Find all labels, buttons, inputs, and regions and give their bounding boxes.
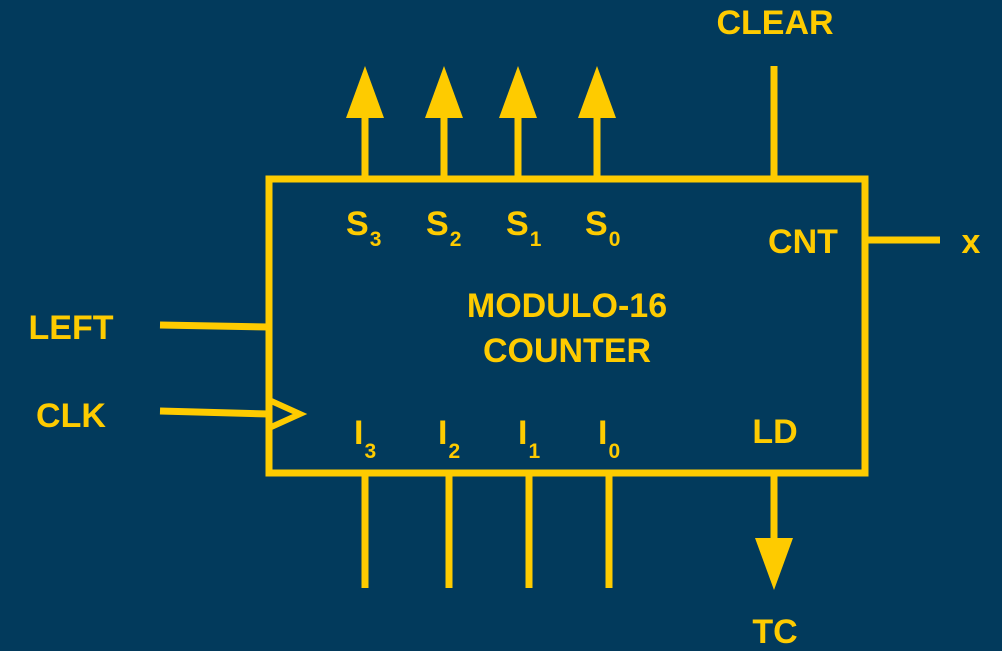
input-label-i3: I3 <box>354 414 376 463</box>
signal-label-clk: CLK <box>36 397 106 435</box>
input-label-i2: I2 <box>438 414 460 463</box>
output-label-s2: S2 <box>426 205 461 251</box>
block-title-line1: MODULO-16 <box>467 287 667 325</box>
clock-triangle <box>267 397 308 431</box>
output-label-s0: S0 <box>585 205 620 251</box>
block-title-line2: COUNTER <box>483 332 651 370</box>
pin-label-ld: LD <box>752 413 797 451</box>
clk-line <box>159 407 270 418</box>
output-s3-arrow <box>346 66 384 179</box>
tc-arrow <box>755 473 793 590</box>
left-line <box>159 321 270 331</box>
output-label-s3: S3 <box>346 205 381 251</box>
output-s2-arrow <box>425 66 463 179</box>
signal-label-clear: CLEAR <box>716 4 833 42</box>
signal-label-x: x <box>962 223 981 261</box>
input-label-i1: I1 <box>518 414 540 463</box>
pin-label-cnt: CNT <box>768 223 838 261</box>
output-s1-arrow <box>499 66 537 179</box>
input-label-i0: I0 <box>598 414 620 463</box>
output-s0-arrow <box>578 66 616 179</box>
signal-label-tc: TC <box>752 613 797 651</box>
output-label-s1: S1 <box>506 205 542 251</box>
signal-label-left: LEFT <box>29 309 114 347</box>
